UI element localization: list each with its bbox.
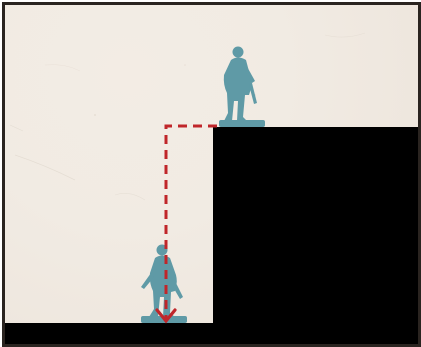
drop-path-diagram [5,5,418,344]
cloaked-warrior-landed-icon [141,245,183,318]
drop-path [157,126,217,321]
upper-figure-base [219,120,265,127]
cloaked-warrior-standing-icon [224,47,257,122]
upper-figure [219,47,265,128]
lower-figure [141,245,187,324]
